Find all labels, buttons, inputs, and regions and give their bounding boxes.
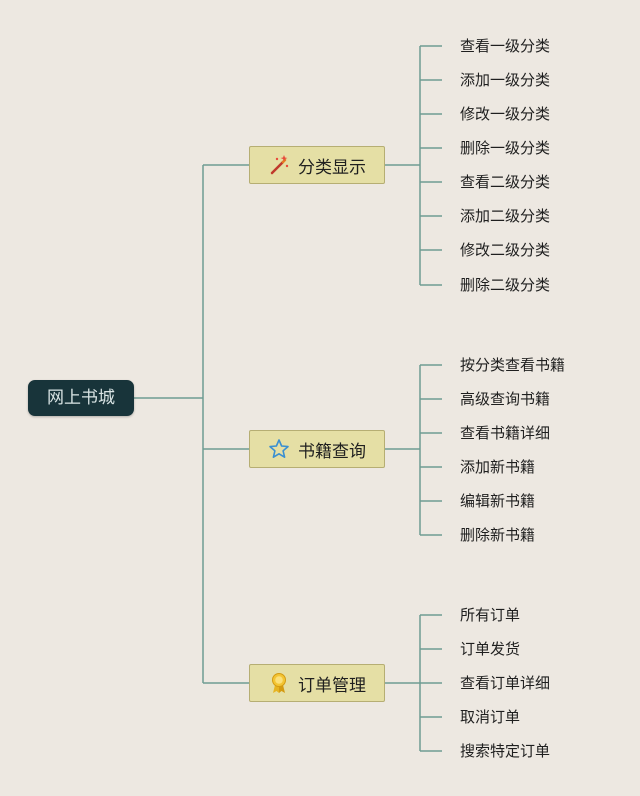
- leaf-item[interactable]: 删除新书籍: [460, 526, 536, 544]
- leaf-item[interactable]: 修改二级分类: [460, 241, 551, 259]
- leaf-item[interactable]: 删除一级分类: [460, 139, 551, 157]
- branch-label: 书籍查询: [298, 441, 366, 462]
- root-node[interactable]: 网上书城: [28, 380, 134, 416]
- leaf-item[interactable]: 查看书籍详细: [460, 424, 551, 442]
- leaf-item[interactable]: 查看订单详细: [460, 674, 551, 692]
- leaf-item[interactable]: 查看一级分类: [460, 37, 551, 55]
- leaf-item[interactable]: 删除二级分类: [460, 276, 551, 294]
- leaf-item[interactable]: 添加一级分类: [460, 71, 551, 89]
- branch-node-order-management[interactable]: 订单管理: [249, 664, 385, 702]
- leaf-item[interactable]: 添加新书籍: [460, 458, 536, 476]
- magic-wand-icon: [268, 154, 290, 176]
- leaf-item[interactable]: 查看二级分类: [460, 173, 551, 191]
- leaf-item[interactable]: 取消订单: [460, 708, 521, 726]
- leaf-item[interactable]: 修改一级分类: [460, 105, 551, 123]
- leaf-item[interactable]: 添加二级分类: [460, 207, 551, 225]
- award-badge-icon: [268, 672, 290, 694]
- root-label: 网上书城: [47, 388, 115, 408]
- star-icon: [268, 438, 290, 460]
- leaf-item[interactable]: 所有订单: [460, 606, 521, 624]
- leaf-item[interactable]: 高级查询书籍: [460, 390, 551, 408]
- branch-label: 分类显示: [298, 157, 366, 178]
- leaf-item[interactable]: 按分类查看书籍: [460, 356, 566, 374]
- branch-node-category-display[interactable]: 分类显示: [249, 146, 385, 184]
- branch-label: 订单管理: [298, 675, 366, 696]
- branch-node-book-search[interactable]: 书籍查询: [249, 430, 385, 468]
- leaf-item[interactable]: 编辑新书籍: [460, 492, 536, 510]
- leaf-item[interactable]: 订单发货: [460, 640, 521, 658]
- leaf-item[interactable]: 搜索特定订单: [460, 742, 551, 760]
